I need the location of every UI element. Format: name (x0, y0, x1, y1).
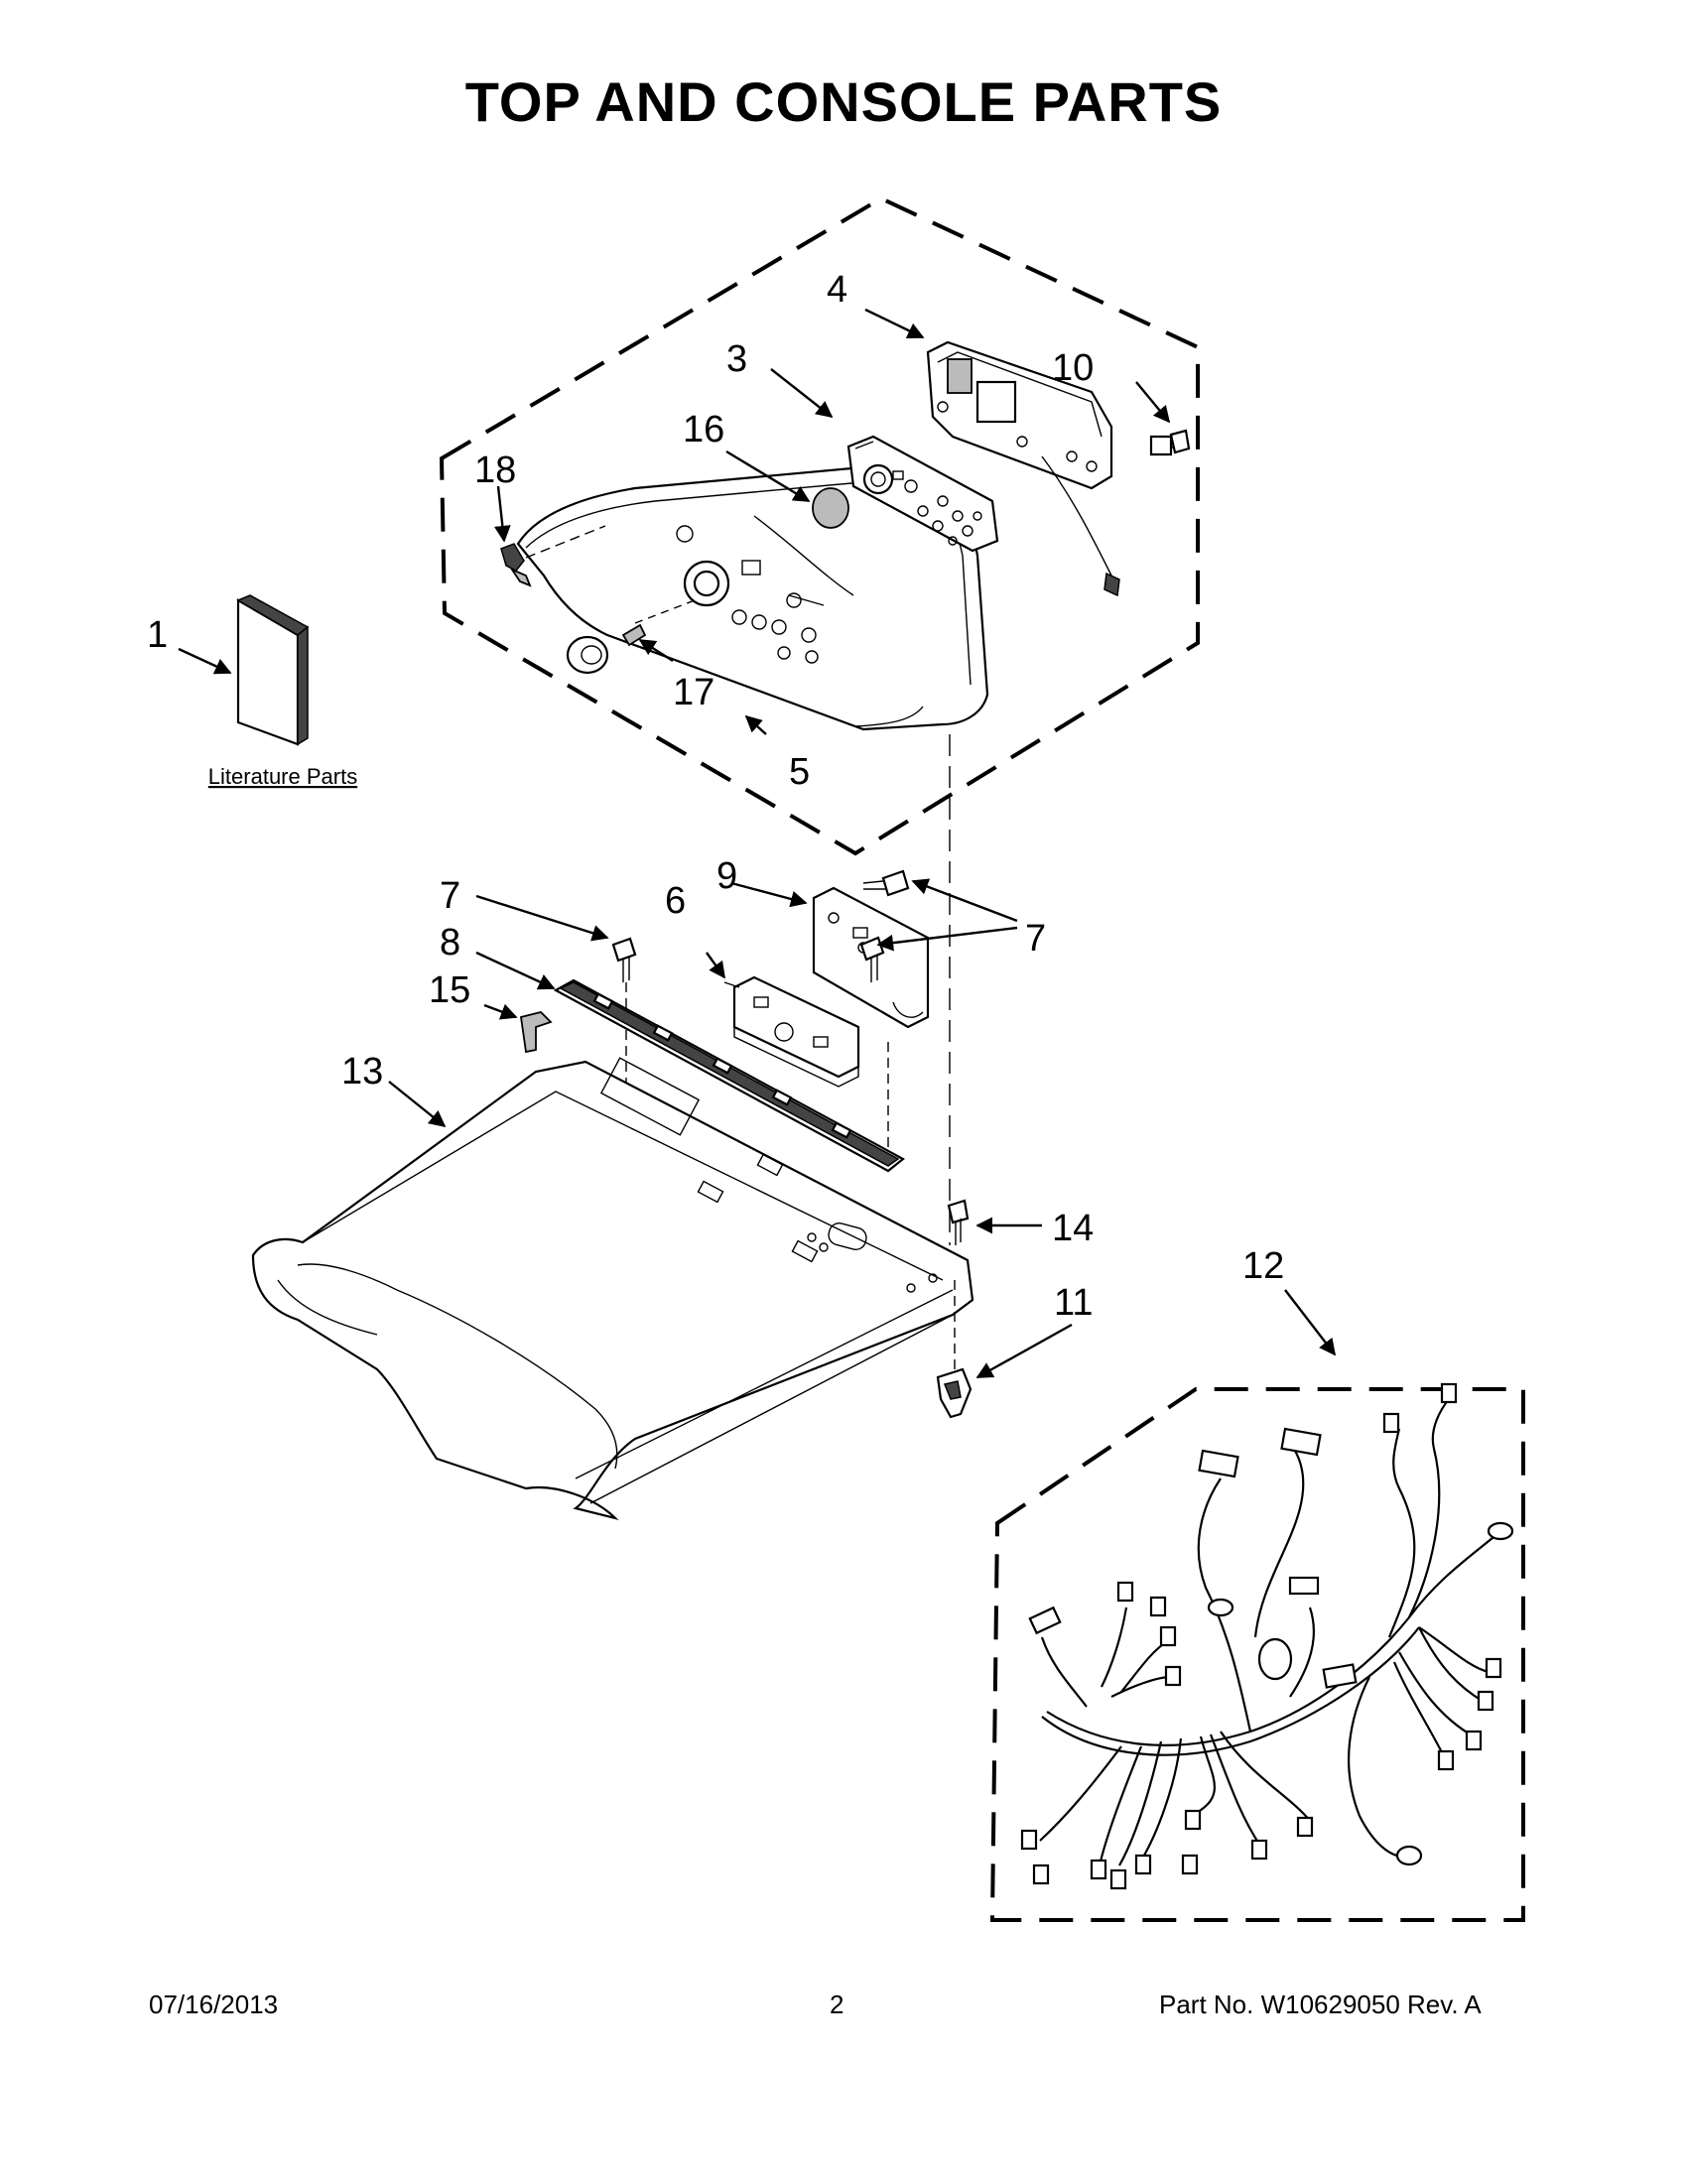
callout-10: 10 (1052, 347, 1094, 389)
callout-13: 13 (341, 1051, 383, 1092)
console-group-outline (439, 195, 1200, 856)
part-6-module (723, 975, 889, 1156)
part-11-clip (936, 1280, 973, 1419)
part-7-screw-upper (862, 869, 910, 897)
callout-3: 3 (726, 338, 747, 380)
part-16-disc (812, 487, 849, 529)
part-8-trim-strip (553, 978, 905, 1173)
callout-7-right: 7 (1025, 918, 1046, 960)
callout-9: 9 (716, 855, 737, 897)
callout-15: 15 (429, 969, 470, 1011)
callout-5: 5 (789, 751, 810, 793)
part-4-main-board (926, 340, 1120, 597)
callout-7-left: 7 (440, 875, 460, 917)
callout-6: 6 (665, 880, 686, 922)
callout-1: 1 (147, 614, 168, 656)
part-7-screw-left (611, 937, 637, 1151)
callout-17: 17 (673, 672, 714, 713)
part-3-control-board (846, 435, 999, 553)
part-12-wire-harness (1020, 1382, 1514, 1890)
part-15-bracket (519, 1011, 553, 1054)
callout-8: 8 (440, 922, 460, 964)
harness-group-outline (989, 1387, 1525, 1922)
footer-page-number: 2 (830, 1990, 844, 2019)
literature-parts-label: Literature Parts (208, 764, 357, 789)
part-10-screw (1149, 429, 1191, 456)
callout-14: 14 (1052, 1208, 1094, 1249)
part-13-top-panel (251, 1057, 974, 1521)
part-18-clip (500, 525, 606, 587)
callout-11: 11 (1054, 1282, 1093, 1324)
part-1-literature (236, 594, 310, 746)
callout-12: 12 (1242, 1245, 1284, 1287)
footer-part-number: Part No. W10629050 Rev. A (1159, 1990, 1482, 2019)
page-title: TOP AND CONSOLE PARTS (464, 70, 1223, 133)
callout-18: 18 (474, 450, 516, 491)
part-17-knob (566, 599, 696, 675)
footer-date: 07/16/2013 (149, 1990, 279, 2019)
callout-4: 4 (827, 269, 847, 311)
callout-16: 16 (683, 409, 724, 450)
callout-arrows (178, 308, 1337, 1379)
part-14-screw (947, 1199, 970, 1245)
